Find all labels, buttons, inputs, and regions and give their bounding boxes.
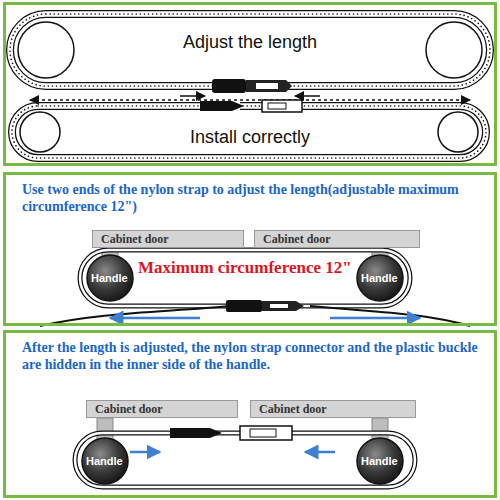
handle-circle: Handle [356,254,404,302]
adjust-arrow [30,99,470,101]
door-label: Cabinet door [259,401,327,417]
cabinet-door: Cabinet door [92,230,244,248]
connector-parts [180,96,320,112]
door-label: Cabinet door [263,231,331,247]
cabinet-door: Cabinet door [86,400,238,418]
buckle [212,79,292,93]
step-caption: Install correctly [136,126,364,148]
instruction-note: Use two ends of the nylon strap to adjus… [22,181,480,215]
handle-circle: Handle [356,437,404,485]
handle-label: Handle [361,272,398,284]
handle-label: Handle [86,455,123,467]
door-label: Cabinet door [101,231,169,247]
handle-circle: Handle [81,437,129,485]
handle-label: Handle [91,272,128,284]
handle-label: Handle [361,455,398,467]
green-panel: Use two ends of the nylon strap to adjus… [3,172,497,326]
instruction-note: After the length is adjusted, the nylon … [22,339,480,373]
cabinet-door: Cabinet door [250,400,416,418]
cabinet-door: Cabinet door [254,230,420,248]
direction-arrows [110,318,420,452]
dimension-label: Maximum circumference 12" [135,258,355,278]
green-panel: Adjust the lengthInstall correctly [3,2,497,166]
door-label: Cabinet door [95,401,163,417]
green-panel: After the length is adjusted, the nylon … [3,330,497,498]
handle-circle: Handle [86,254,134,302]
step-caption: Adjust the length [136,31,364,53]
dotted-strap [10,14,490,158]
